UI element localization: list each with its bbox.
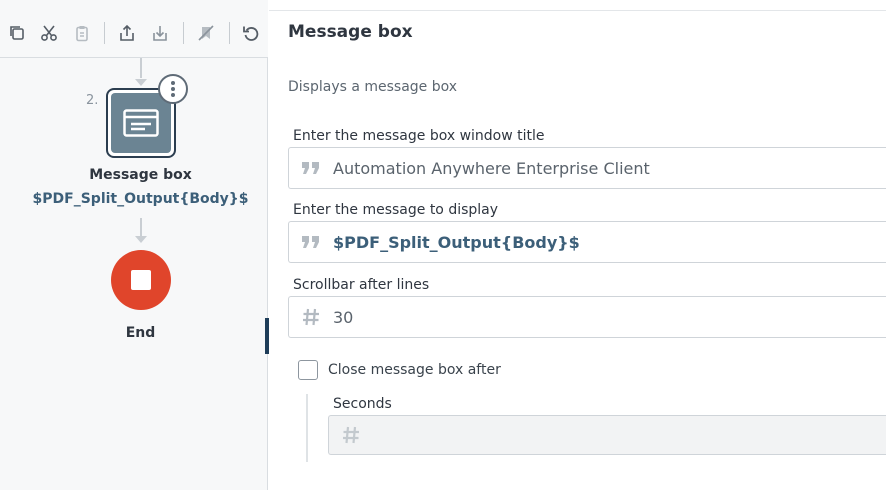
properties-panel: Message box Displays a message box Enter… (269, 0, 886, 490)
action-description: Displays a message box (288, 79, 458, 95)
window-title-label: Enter the message box window title (293, 128, 545, 144)
divider (269, 10, 886, 11)
quote-icon (289, 235, 333, 249)
scrollbar-lines-value: 30 (333, 307, 354, 327)
toolbar-divider (229, 22, 230, 44)
flow-connector (140, 58, 142, 78)
message-input[interactable]: $PDF_Split_Output{Body}$ (288, 221, 886, 263)
export-icon[interactable] (117, 22, 137, 44)
toolbar-divider (104, 22, 105, 44)
seconds-input[interactable] (328, 415, 886, 455)
flow-arrow (135, 79, 147, 86)
page-title: Message box (288, 22, 413, 42)
panel-splitter-handle[interactable] (265, 318, 269, 354)
number-icon (329, 426, 373, 444)
scrollbar-lines-input[interactable]: 30 (288, 296, 886, 338)
import-icon[interactable] (150, 22, 170, 44)
disable-icon[interactable] (196, 22, 216, 44)
stop-icon (131, 270, 151, 290)
window-title-value: Automation Anywhere Enterprise Client (333, 158, 650, 178)
copy-icon[interactable] (7, 22, 27, 44)
flow-arrow (135, 236, 147, 243)
message-value: $PDF_Split_Output{Body}$ (333, 232, 580, 252)
flow-toolbar (0, 0, 268, 58)
scrollbar-label: Scrollbar after lines (293, 277, 430, 293)
node-more-options-icon[interactable] (158, 74, 188, 104)
window-title-input[interactable]: Automation Anywhere Enterprise Client (288, 147, 886, 189)
close-after-checkbox[interactable] (298, 360, 318, 380)
undo-icon[interactable] (241, 22, 261, 44)
cut-icon[interactable] (39, 22, 59, 44)
seconds-label: Seconds (333, 396, 392, 412)
close-after-label: Close message box after (328, 362, 501, 378)
message-box-node-icon (111, 93, 171, 153)
flow-connector (140, 218, 142, 236)
end-label: End (125, 325, 156, 341)
flow-panel: 2. Message box $PDF_Split_Output{Body}$ … (0, 0, 268, 490)
toolbar-divider (183, 22, 184, 44)
step-number: 2. (86, 93, 99, 108)
node-subtitle: $PDF_Split_Output{Body}$ (32, 191, 249, 207)
paste-icon[interactable] (72, 22, 92, 44)
indent-guide (306, 394, 308, 462)
quote-icon (289, 161, 333, 175)
message-label: Enter the message to display (293, 202, 499, 218)
node-title: Message box (89, 167, 192, 183)
number-icon (289, 308, 333, 326)
end-node[interactable] (111, 250, 171, 310)
